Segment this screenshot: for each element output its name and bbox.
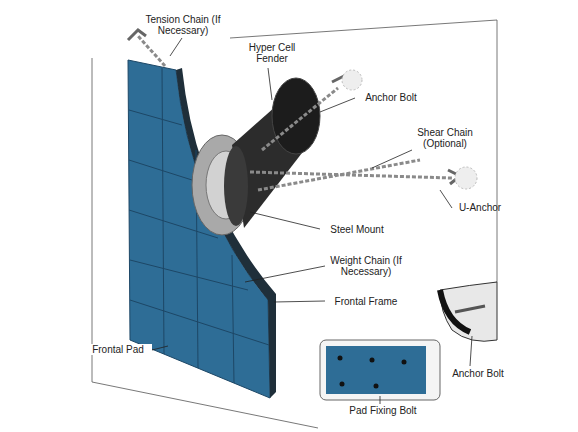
part-label: U-Anchor (450, 202, 510, 213)
part-label: Anchor Bolt (356, 92, 426, 103)
inset-label: Pad Fixing Bolt (340, 405, 426, 416)
part-label: Weight Chain (If Necessary) (326, 255, 406, 277)
part-label: Steel Mount (322, 224, 392, 235)
part-label: Shear Chain (Optional) (410, 127, 480, 149)
part-label: Hyper Cell Fender (248, 42, 296, 64)
part-label: Frontal Frame (326, 296, 406, 307)
part-label: Tension Chain (If Necessary) (140, 14, 226, 36)
inset-label: Anchor Bolt (444, 368, 512, 379)
part-label: Frontal Pad (84, 344, 152, 355)
